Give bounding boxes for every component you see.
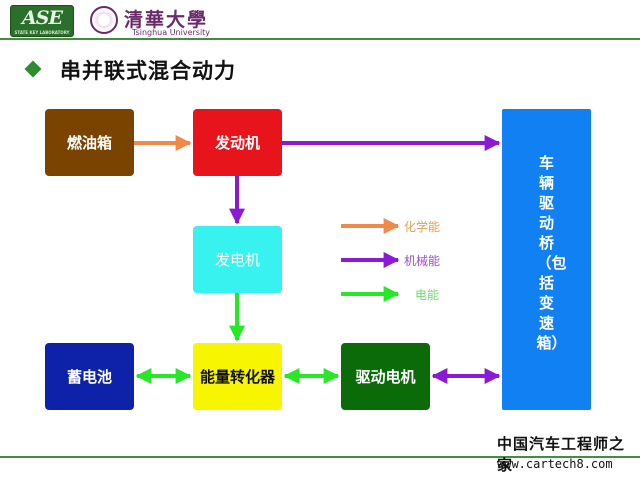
ase-lab-logo: ASE STATE KEY LABORATORY [10, 5, 74, 37]
legend-label-mechanical: 机械能 [404, 254, 441, 268]
ase-logo-subtext: STATE KEY LABORATORY [14, 30, 70, 35]
drive-axle-box: 车辆驱动桥（包括变速箱） [502, 109, 591, 410]
header-divider [0, 38, 640, 40]
watermark-name: 中国汽车工程师之家 [497, 435, 626, 474]
engine-box: 发动机 [193, 109, 282, 176]
slide-title: 串并联式混合动力 [60, 59, 236, 83]
slide-header: ASE STATE KEY LABORATORY 清華大學 Tsinghua U… [0, 0, 640, 44]
legend-label-chemical: 化学能 [404, 220, 441, 234]
drive-axle-label: 车辆驱动桥（包括变速箱） [536, 154, 567, 352]
tsinghua-seal-icon [90, 6, 118, 34]
ase-logo-text: ASE [22, 7, 63, 29]
watermark-url: www.cartech8.com [497, 457, 613, 471]
generator-box: 发电机 [193, 226, 282, 293]
university-name-en: Tsinghua University [132, 28, 211, 37]
legend-label-electrical: 电能 [415, 288, 440, 302]
footer-divider [0, 456, 640, 458]
battery-box: 蓄电池 [45, 343, 134, 410]
fuel-tank-box: 燃油箱 [45, 109, 134, 176]
university-name-cn: 清華大學 [124, 9, 209, 31]
power-converter-box: 能量转化器 [193, 343, 282, 410]
drive-motor-box: 驱动电机 [341, 343, 430, 410]
